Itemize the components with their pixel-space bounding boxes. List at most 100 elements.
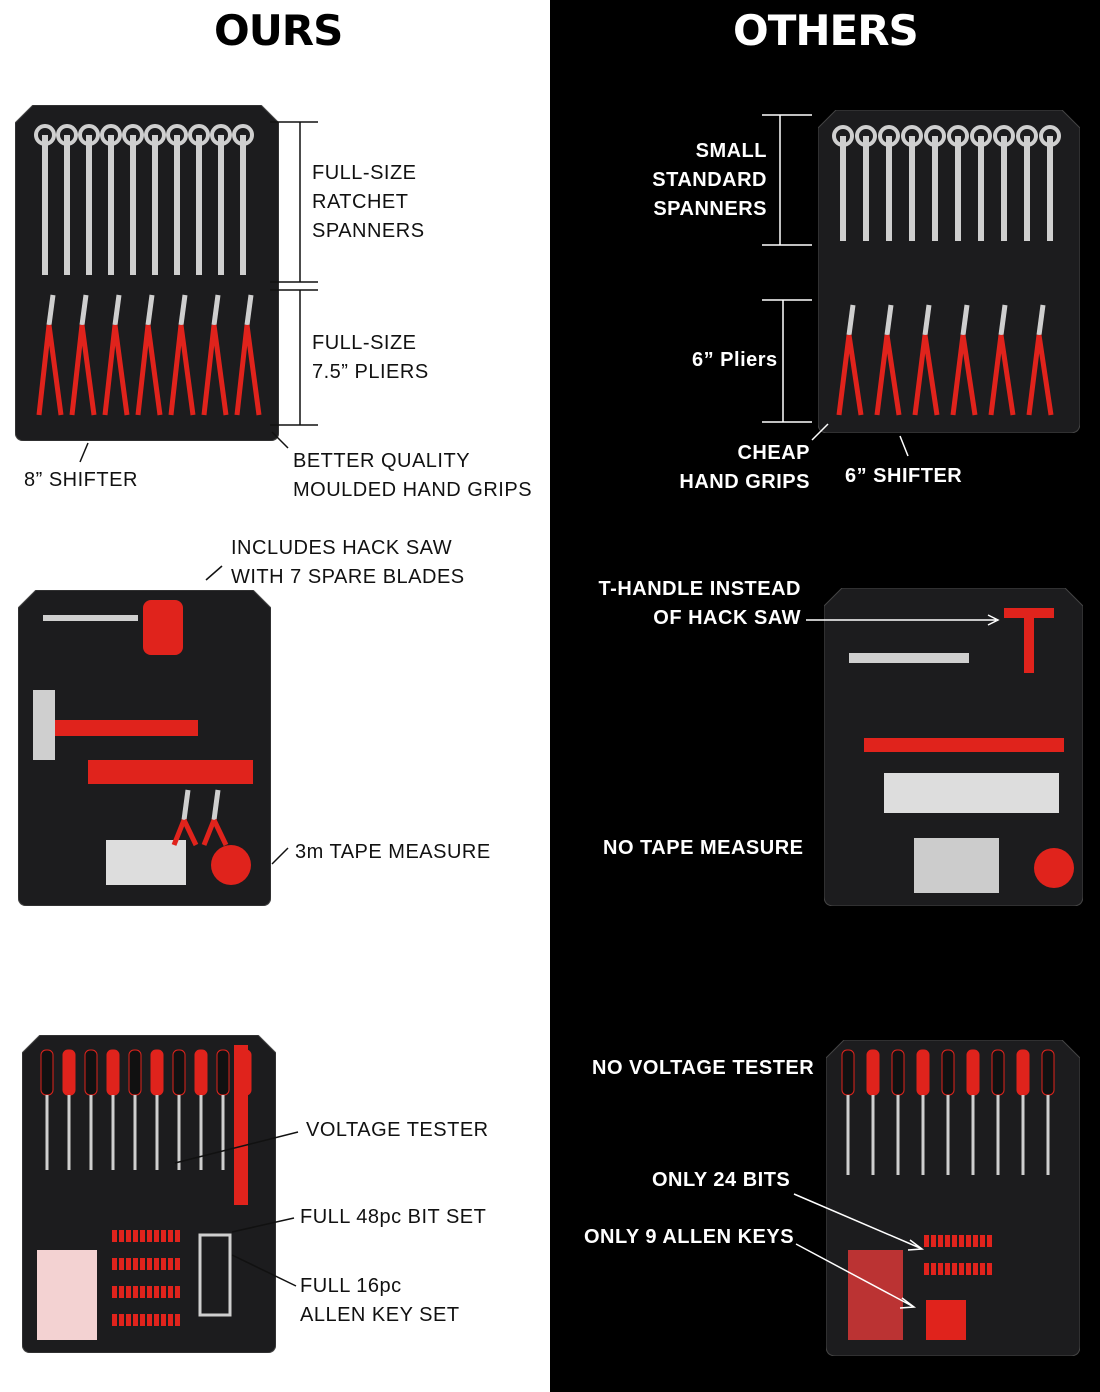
screwdriver-shaft [45,1095,49,1170]
tray-spanners-pliers-ours [15,105,279,441]
screwdriver-shaft [1046,1095,1050,1175]
spanner-ring [34,124,56,146]
label-ratchet-spanners: FULL-SIZE RATCHET SPANNERS [312,162,425,242]
label-allen-key-set: FULL 16pc ALLEN KEY SET [300,1275,460,1326]
screwdriver-handle [966,1049,980,1096]
spanner [108,135,114,275]
arrow-shifter [899,435,909,457]
bit [952,1235,957,1247]
screwdriver-handle [150,1049,164,1096]
spanner-ring [1016,125,1038,147]
bit [119,1286,124,1298]
screwdriver-shaft [89,1095,93,1170]
spanner [42,135,48,275]
bit [147,1286,152,1298]
plier-handle [1026,334,1054,416]
bit [959,1235,964,1247]
bit [147,1258,152,1270]
bit [147,1314,152,1326]
plier-jaw [1036,304,1046,336]
screwdriver-shaft [67,1095,71,1170]
spanner-ring [901,125,923,147]
bit [112,1286,117,1298]
tape-roll [1034,848,1074,888]
spanner [152,135,158,275]
spanner-ring [188,124,210,146]
bit [966,1235,971,1247]
label-hand-grips: BETTER QUALITY MOULDED HAND GRIPS [293,450,533,501]
plier-jaw [211,294,221,326]
plier-jaw [884,304,894,336]
spanner-ring [878,125,900,147]
plier-jaw [211,789,221,821]
precision-set [37,1250,97,1340]
spanner [196,135,202,275]
tray-hacksaw-ours [18,590,271,906]
plier-handle [201,818,229,847]
plier-jaw [998,304,1008,336]
others-panel: OTHERS SMALL STANDARD SPANNERS 6” Pliers… [550,0,1100,1392]
label-shifter: 8” SHIFTER [24,469,138,491]
spanner-ring [122,124,144,146]
hacksaw-frame [43,615,138,621]
screwdriver-handle [991,1049,1005,1096]
spanner-ring [832,125,854,147]
screwdriver-shaft [111,1095,115,1170]
screwdriver-shaft [133,1095,137,1170]
bit [154,1258,159,1270]
bit [147,1230,152,1242]
bit [140,1286,145,1298]
ours-title: OURS [214,6,343,55]
screwdriver-handle [84,1049,98,1096]
bit [945,1235,950,1247]
spanner [1047,136,1053,241]
tray-screwdrivers-bits-others [826,1040,1080,1356]
hacksaw-handle [143,600,183,655]
bit [924,1235,929,1247]
bit [952,1263,957,1275]
plier-jaw [178,294,188,326]
plier-handle [168,324,196,416]
spirit-level [88,760,253,784]
bit [126,1230,131,1242]
bit [133,1230,138,1242]
plier-jaw [846,304,856,336]
screwdriver-handle [172,1049,186,1096]
label-tape-measure: 3m TAPE MEASURE [295,841,491,863]
bit [140,1314,145,1326]
screwdriver-shaft [896,1095,900,1175]
spanner-ring [78,124,100,146]
label-cheap-grips: CHEAP HAND GRIPS [679,442,810,493]
bit [175,1258,180,1270]
bit [175,1286,180,1298]
bit [161,1258,166,1270]
label-no-voltage: NO VOLTAGE TESTER [592,1057,815,1079]
label-bits: ONLY 24 BITS [652,1169,791,1191]
plier-handle [836,334,864,416]
spanner [955,136,961,241]
spanner [1001,136,1007,241]
hammer-handle [864,738,1064,752]
spanner-ring [56,124,78,146]
spanner-ring [924,125,946,147]
label-pliers: 6” Pliers [692,349,778,371]
bit [966,1263,971,1275]
allen-keys [198,1233,232,1317]
allen-keys [926,1300,966,1340]
screwdriver-shaft [155,1095,159,1170]
hammer-handle [38,720,198,736]
screwdriver-shaft [1021,1095,1025,1175]
bit [980,1235,985,1247]
spanner [840,136,846,241]
bit [959,1263,964,1275]
plier-handle [950,334,978,416]
label-shifter: 6” SHIFTER [845,465,963,487]
plier-handle [171,818,199,847]
bit [154,1230,159,1242]
bit [168,1286,173,1298]
bit [924,1263,929,1275]
plier-handle [36,324,64,416]
plier-jaw [922,304,932,336]
spanner [863,136,869,241]
screwdriver-handle [891,1049,905,1096]
